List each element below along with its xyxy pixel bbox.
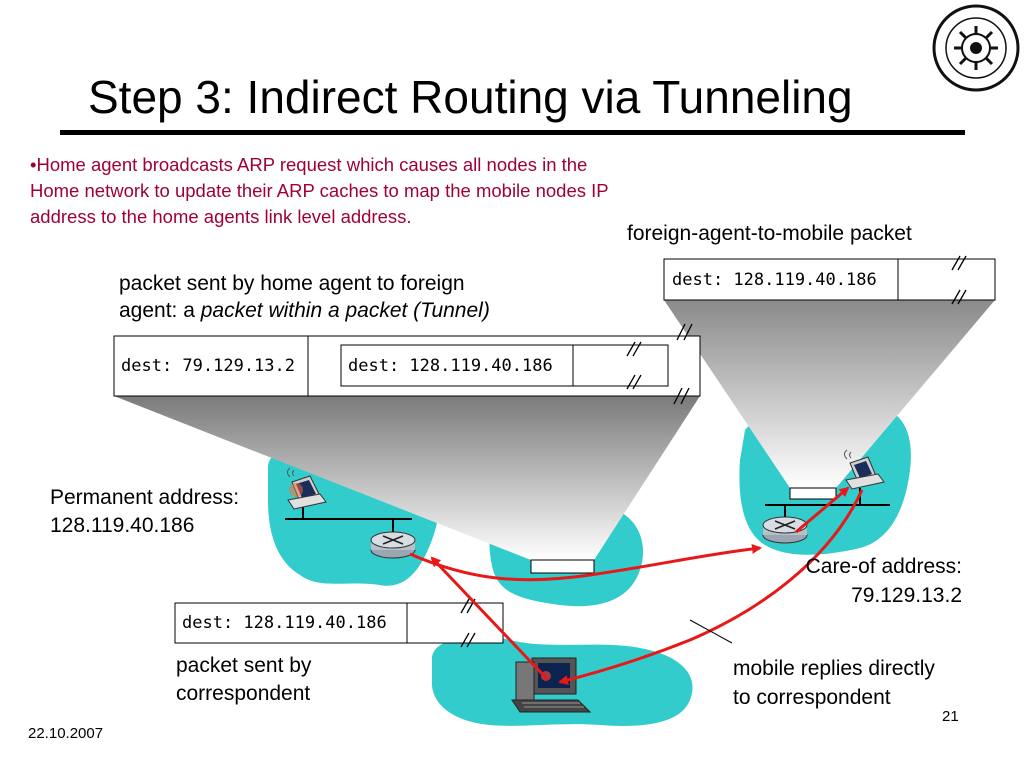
- packet-tunnel: [113, 323, 701, 405]
- routing-arrows: [409, 486, 864, 685]
- care-of-address-value: 79.129.13.2: [851, 584, 962, 607]
- mobile-replies-line1: mobile replies directly: [733, 657, 935, 680]
- packet-tunnel-inner-dest: dest: 128.119.40.186: [348, 356, 553, 376]
- packet-foreign-dest: dest: 128.119.40.186: [672, 270, 877, 290]
- permanent-address-value: 128.119.40.186: [50, 514, 195, 537]
- callout-line: [689, 619, 733, 644]
- tunnel-funnel: [114, 396, 700, 560]
- sent-by-correspondent-line1: packet sent by: [176, 654, 312, 677]
- label-tunnel-italic: packet within a packet (Tunnel): [200, 299, 490, 322]
- label-foreign-to-mobile: foreign-agent-to-mobile packet: [627, 222, 912, 245]
- packet-tunnel-outer-dest: dest: 79.129.13.2: [121, 356, 295, 376]
- label-tunnel-line2: agent: a packet within a packet (Tunnel): [119, 297, 639, 324]
- arrow-home-to-foreign: [409, 543, 762, 582]
- packet-foreign-to-mobile: [663, 255, 996, 305]
- arrow-foreign-to-mobile: [795, 486, 850, 534]
- slide-title: Step 3: Indirect Routing via Tunneling: [88, 71, 853, 123]
- sent-by-correspondent-line2: correspondent: [176, 682, 311, 705]
- packet-correspondent-dest: dest: 128.119.40.186: [182, 613, 387, 633]
- care-of-address-label: Care-of address:: [805, 555, 962, 578]
- permanent-address-label: Permanent address:: [50, 486, 240, 509]
- tunnel-packet-small: [530, 559, 595, 574]
- slide-date: 22.10.2007: [28, 725, 104, 742]
- bullet-text: •Home agent broadcasts ARP request which…: [30, 154, 609, 227]
- label-tunnel-prefix: agent: a: [119, 299, 201, 322]
- label-tunnel: packet sent by home agent to foreign age…: [119, 270, 639, 324]
- arrow-mobile-to-correspondent: [558, 489, 864, 685]
- laptop-icon: [844, 449, 885, 490]
- foreign-packet-small: [789, 487, 837, 500]
- page-number: 21: [942, 708, 959, 725]
- computer-icon: [511, 657, 592, 713]
- foreign-funnel: [664, 300, 995, 488]
- router-icon: [370, 531, 416, 559]
- seal-logo-icon: [932, 4, 1020, 92]
- arrow-correspondent-to-home: [430, 556, 550, 682]
- packet-correspondent: [174, 598, 504, 648]
- laptop-icon: [287, 467, 327, 510]
- label-tunnel-line1: packet sent by home agent to foreign: [119, 272, 465, 295]
- mobile-replies-line2: to correspondent: [733, 686, 891, 709]
- title-underline: [60, 130, 965, 135]
